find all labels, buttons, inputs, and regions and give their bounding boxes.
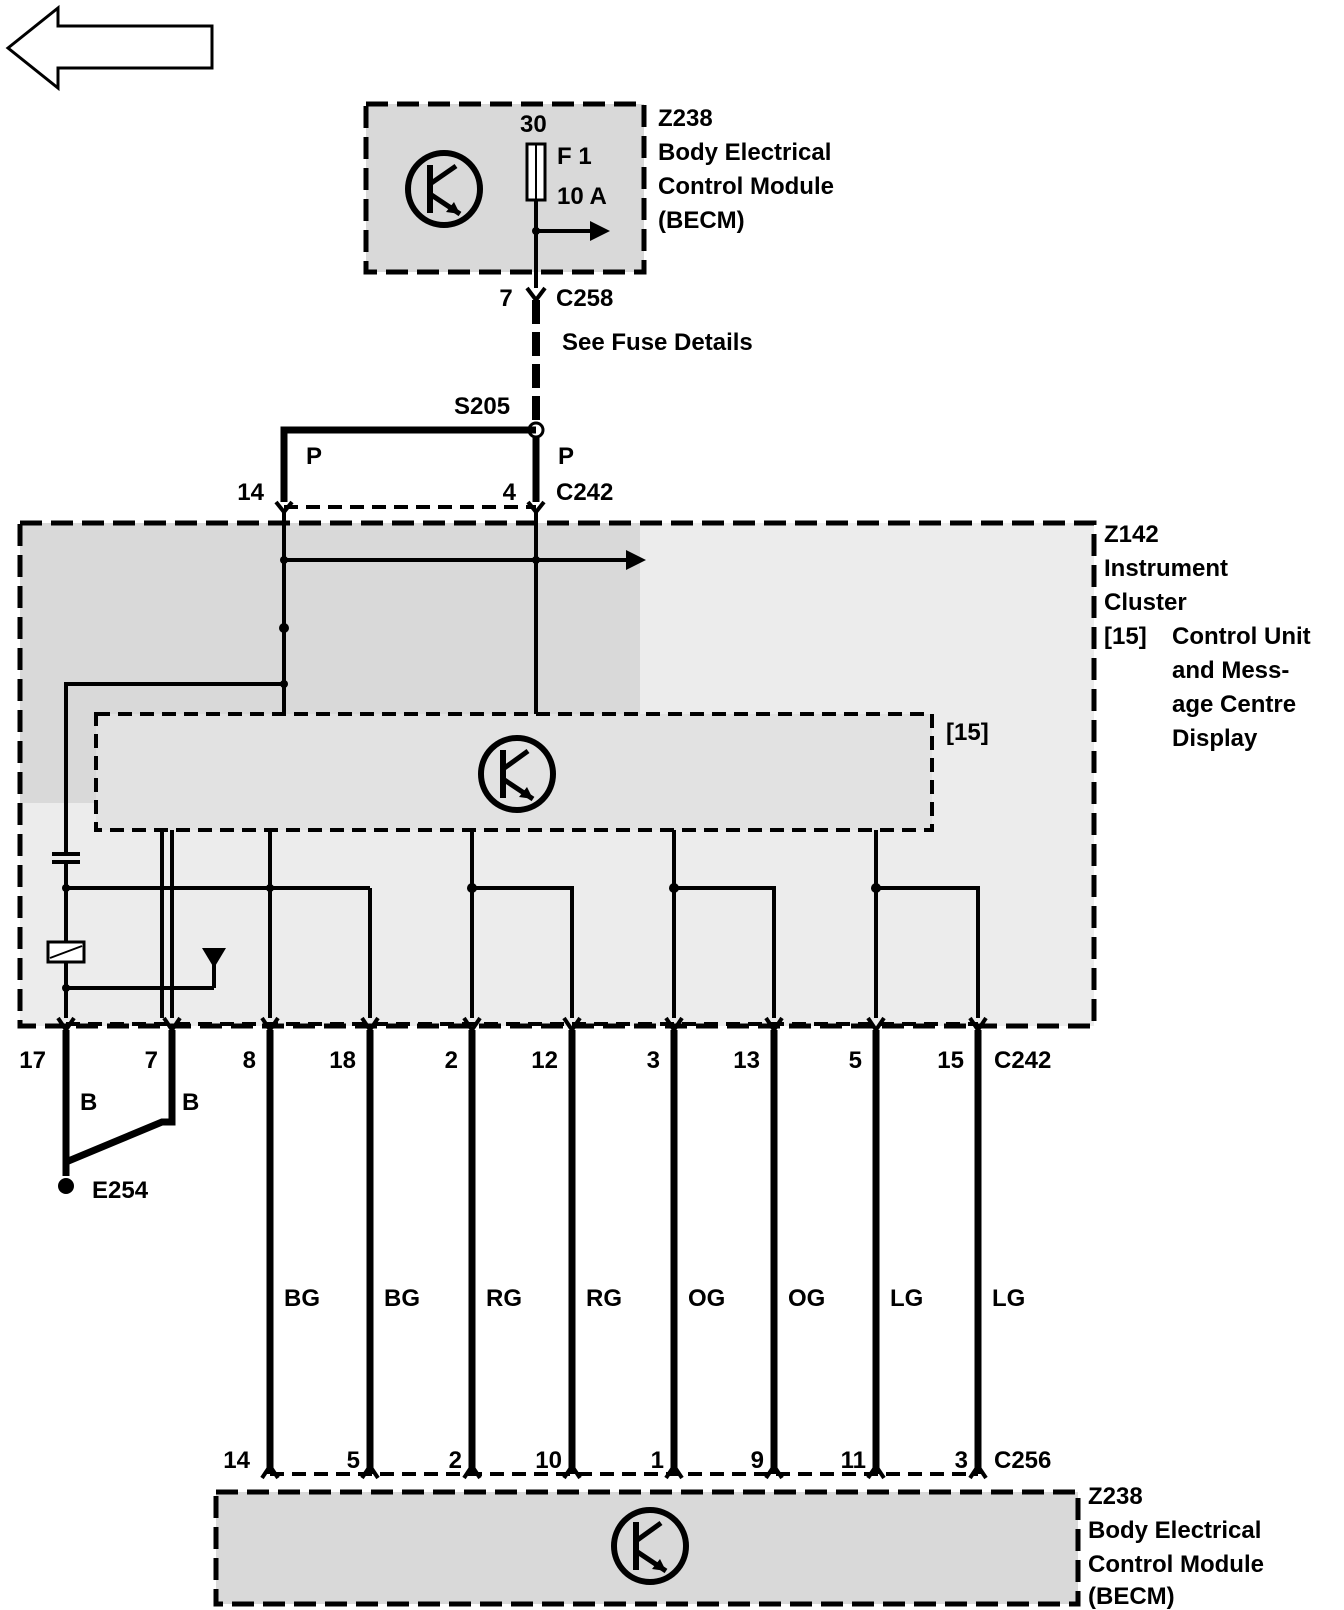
- c242-bottom-name: C242: [994, 1047, 1051, 1074]
- wire-color-label: RG: [486, 1285, 522, 1312]
- wire-color-label: RG: [586, 1285, 622, 1312]
- back-arrow-icon[interactable]: [5, 4, 214, 92]
- c258-connector-icon: [525, 286, 547, 304]
- wire-color-label: BG: [384, 1285, 420, 1312]
- terminal-30-label: 30: [520, 111, 547, 138]
- splice-label: S205: [454, 393, 510, 420]
- c242-bottom-pin-2: 2: [445, 1047, 458, 1074]
- bottom-module-name-1: Body Electrical: [1088, 1517, 1261, 1544]
- bottom-module-name-2: Control Module: [1088, 1551, 1264, 1578]
- fuse-name: F 1: [557, 143, 592, 170]
- c258-name: C258: [556, 285, 613, 312]
- cluster-sub-3: age Centre: [1172, 691, 1296, 718]
- c242-bottom-pin-12: 12: [531, 1047, 558, 1074]
- cluster-name-2: Cluster: [1104, 589, 1187, 616]
- wire-color-label: OG: [688, 1285, 725, 1312]
- output-channel-rg: [467, 830, 574, 1018]
- p-wire-left-color: P: [306, 443, 322, 470]
- fuse-rating: 10 A: [557, 183, 607, 210]
- control-unit-transistor-icon: [478, 735, 556, 813]
- c256-pin-10: 10: [535, 1447, 562, 1474]
- bottom-becm-box: [213, 1489, 1081, 1607]
- ground-e254-icon: [58, 1178, 74, 1194]
- c256-pin-1: 1: [651, 1447, 664, 1474]
- c256-pin-11: 11: [841, 1447, 866, 1474]
- bottom-module-id: Z238: [1088, 1483, 1143, 1510]
- p-wire-left: [280, 426, 536, 502]
- c242-bottom-pin-7: 7: [145, 1047, 158, 1074]
- bottom-becm-transistor-icon: [611, 1507, 689, 1585]
- ground-wire-left-color: B: [80, 1089, 97, 1116]
- c242-top-name: C242: [556, 479, 613, 506]
- c242-bottom-pin-8: 8: [243, 1047, 256, 1074]
- cluster-sub-2: and Mess-: [1172, 657, 1289, 684]
- output-channel-lg: [871, 830, 980, 1018]
- c256-pin-14: 14: [223, 1447, 250, 1474]
- top-module-id: Z238: [658, 105, 713, 132]
- c242-bottom-pin-18: 18: [329, 1047, 356, 1074]
- cluster-name-1: Instrument: [1104, 555, 1228, 582]
- wire-color-label: BG: [284, 1285, 320, 1312]
- c242-bottom-pin-3: 3: [647, 1047, 660, 1074]
- c242-top-pin-4: 4: [503, 479, 517, 506]
- cluster-branch-arrow-icon: [626, 550, 646, 570]
- c242-bottom-pin-17: 17: [19, 1047, 46, 1074]
- p-wire-right-color: P: [558, 443, 574, 470]
- cluster-sub-ref: [15]: [1104, 623, 1147, 650]
- top-becm-transistor-icon: [405, 150, 483, 228]
- top-becm-box: [363, 101, 647, 275]
- c256-pin-3: 3: [955, 1447, 968, 1474]
- c256-pin-5: 5: [347, 1447, 360, 1474]
- c256-pin-2: 2: [449, 1447, 462, 1474]
- ground-wire-right-color: B: [182, 1089, 199, 1116]
- ground-id: E254: [92, 1177, 149, 1204]
- bottom-module-name-3: (BECM): [1088, 1583, 1175, 1610]
- c242-bottom-pin-5: 5: [849, 1047, 862, 1074]
- c256-pin-9: 9: [751, 1447, 764, 1474]
- cluster-sub-4: Display: [1172, 725, 1258, 752]
- top-becm-shading: [366, 104, 644, 272]
- internal-ground-icon: [202, 948, 226, 968]
- wire-color-label: OG: [788, 1285, 825, 1312]
- c256-name: C256: [994, 1447, 1051, 1474]
- see-fuse-details-link[interactable]: See Fuse Details: [562, 329, 753, 356]
- c242-bottom-pin-13: 13: [733, 1047, 760, 1074]
- c242-bottom-pin-15: 15: [937, 1047, 964, 1074]
- control-unit-ref: [15]: [946, 719, 989, 746]
- top-module-name-3: (BECM): [658, 207, 745, 234]
- c242-top-pin-14: 14: [237, 479, 264, 506]
- cluster-sub-1: Control Unit: [1172, 623, 1311, 650]
- wire-color-label: LG: [890, 1285, 923, 1312]
- top-module-name-1: Body Electrical: [658, 139, 831, 166]
- control-unit-box: [94, 712, 934, 832]
- ground-wires: [62, 1030, 176, 1166]
- cluster-id: Z142: [1104, 521, 1159, 548]
- c258-pin: 7: [499, 285, 512, 312]
- top-module-name-2: Control Module: [658, 173, 834, 200]
- wire-color-label: LG: [992, 1285, 1025, 1312]
- fuse-branch-arrow-icon: [590, 221, 610, 241]
- output-channel-og: [669, 830, 776, 1018]
